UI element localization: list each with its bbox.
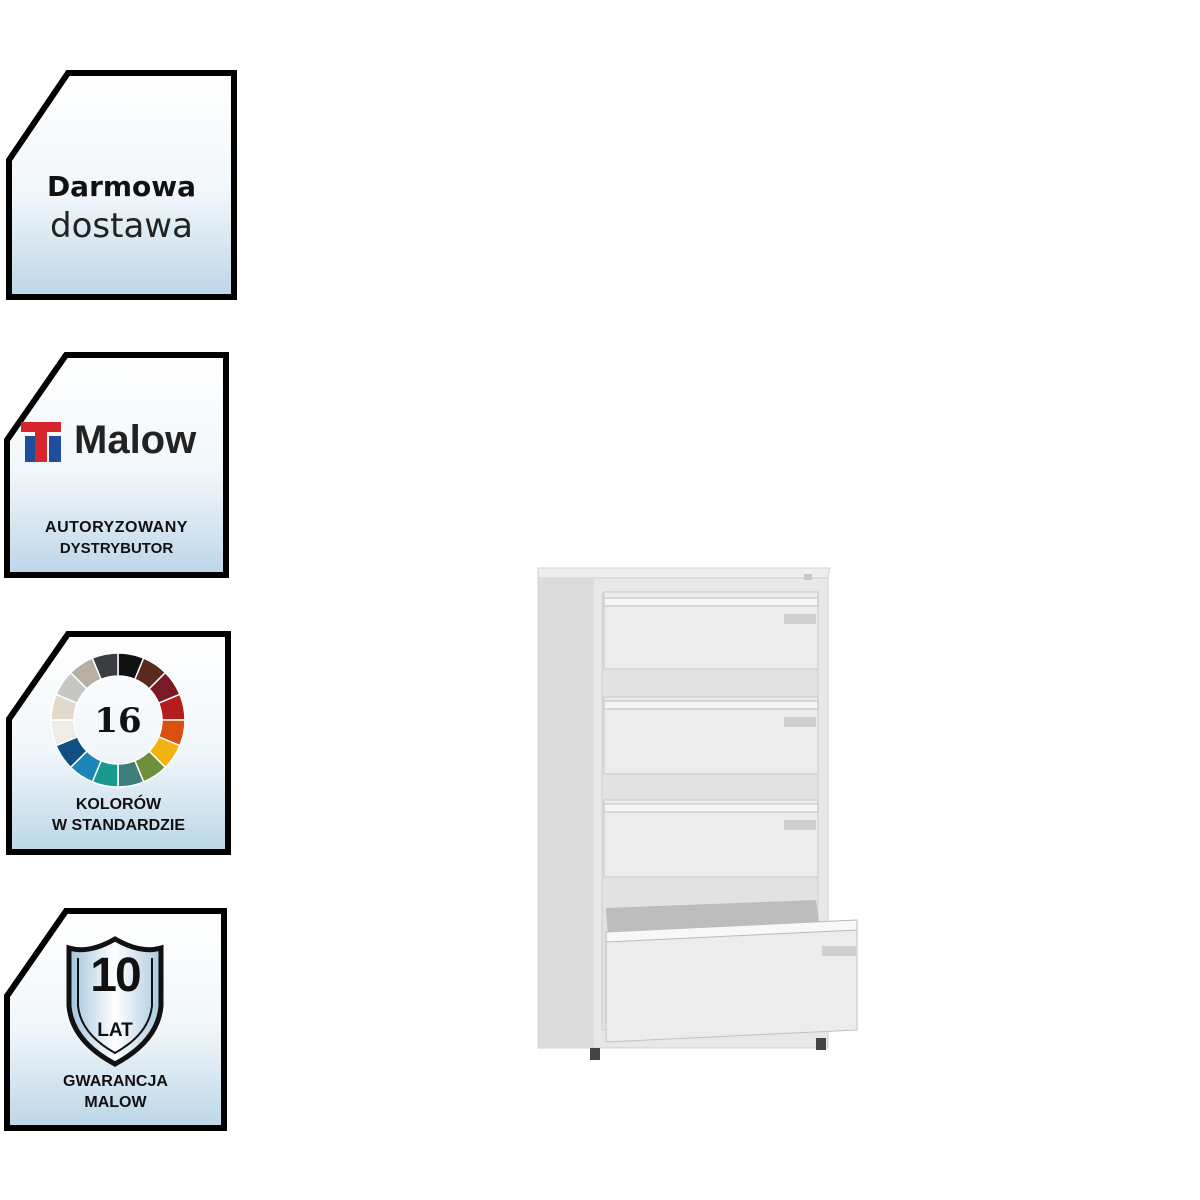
delivery-line1: Darmowa — [46, 170, 197, 203]
warranty-line2: MALOW — [84, 1094, 147, 1111]
shield-icon — [66, 936, 164, 1067]
warranty-unit: LAT — [97, 1020, 133, 1041]
delivery-line2: dostawa — [50, 206, 193, 246]
distributor-line1: AUTORYZOWANY — [45, 519, 188, 536]
color-wheel-icon — [50, 652, 186, 788]
free-delivery-badge: Darmowa dostawa — [6, 70, 237, 300]
colors-line1: KOLORÓW — [75, 796, 162, 813]
color-swatch — [91, 652, 119, 681]
authorized-distributor-badge: Malow AUTORYZOWANY DYSTRYBUTOR — [4, 352, 229, 578]
filing-cabinet-image — [537, 567, 858, 1060]
warranty-badge: 10 LAT GWARANCJA MALOW — [4, 908, 227, 1131]
malow-logo-icon — [21, 422, 61, 462]
colors-count: 16 — [94, 701, 142, 741]
distributor-line2: DYSTRYBUTOR — [59, 540, 174, 557]
colors-badge: 16 KOLORÓW W STANDARDZIE — [6, 631, 231, 855]
warranty-years: 10 — [90, 949, 141, 1002]
warranty-line1: GWARANCJA — [63, 1073, 168, 1090]
malow-brand: Malow — [74, 418, 197, 462]
colors-line2: W STANDARDZIE — [51, 817, 186, 834]
